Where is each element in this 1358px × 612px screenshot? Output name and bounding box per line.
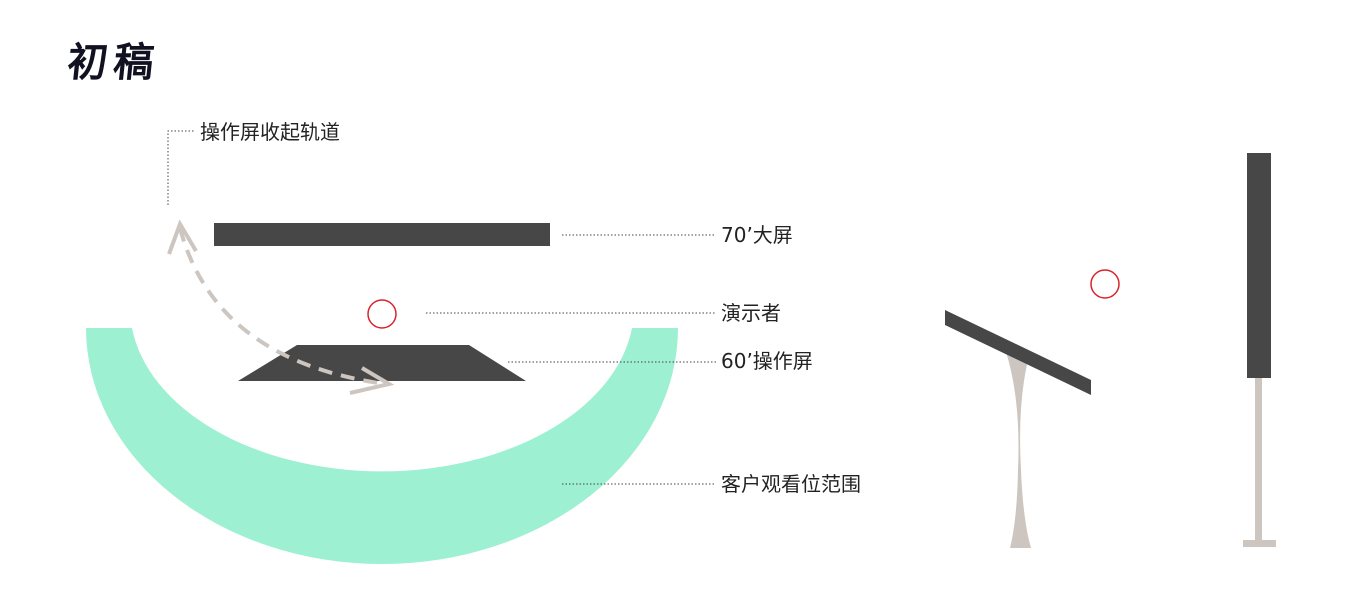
audience-area — [86, 328, 678, 564]
operation-screen-side — [945, 310, 1091, 395]
big-screen — [214, 223, 550, 246]
label-big-screen: 70’大屏 — [721, 223, 793, 247]
big-screen-side — [1247, 153, 1271, 378]
label-retract-rail: 操作屏收起轨道 — [200, 120, 340, 144]
operation-screen-stand — [1006, 352, 1031, 548]
operation-screen — [238, 345, 526, 381]
label-audience-area: 客户观看位范围 — [721, 472, 861, 496]
arrowhead-up — [167, 219, 198, 255]
big-screen-pole — [1255, 378, 1262, 542]
big-screen-base — [1243, 540, 1276, 547]
leader-line-retract-rail — [167, 130, 194, 205]
label-presenter: 演示者 — [721, 301, 781, 325]
arrowhead-right — [349, 366, 395, 395]
presenter-marker — [367, 299, 397, 329]
label-operation-screen: 60’操作屏 — [721, 349, 813, 373]
presenter-marker-side — [1090, 269, 1120, 299]
retract-path-arrow — [178, 227, 386, 386]
